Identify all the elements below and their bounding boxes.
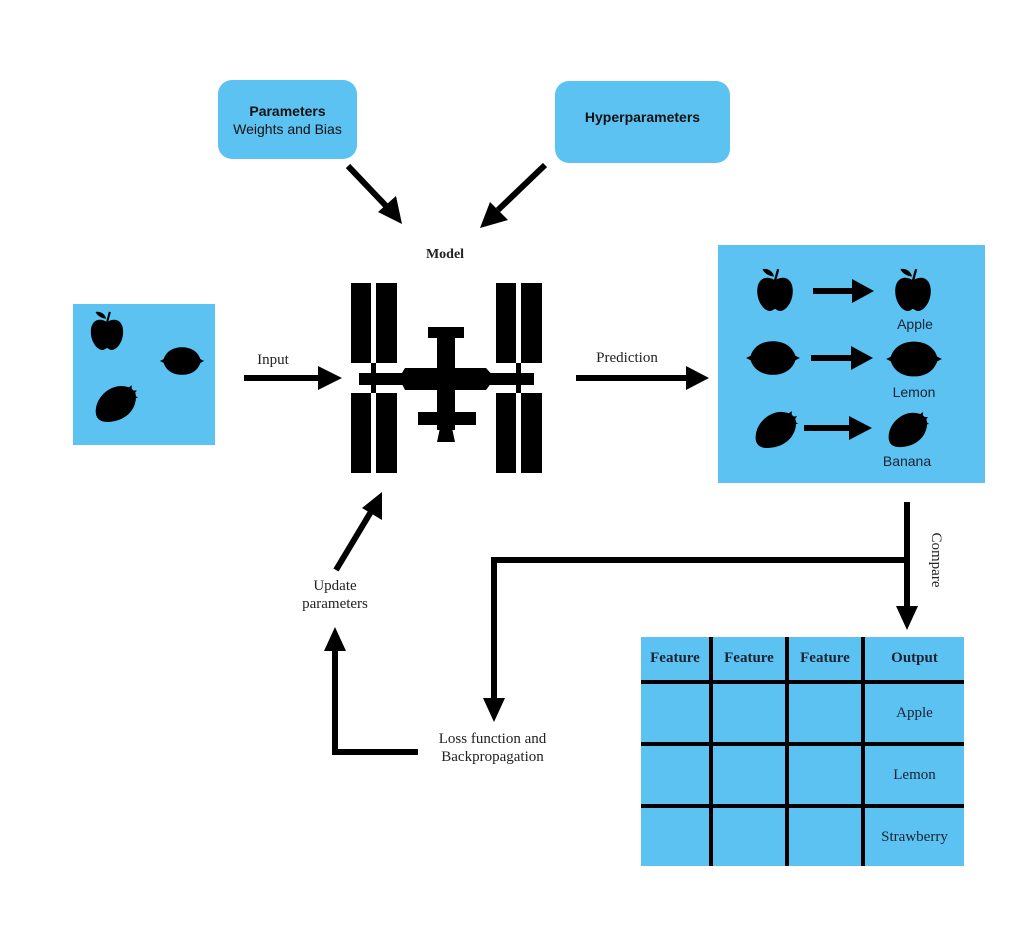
table-cell — [787, 744, 865, 808]
table-cell: Lemon — [863, 744, 964, 808]
parameters-subtitle: Weights and Bias — [233, 120, 342, 137]
arrow-update-to-model — [333, 492, 382, 572]
table-cell: Apple — [863, 682, 964, 746]
prediction-label-2: Lemon — [892, 384, 936, 400]
update-parameters-label: Update parameters — [285, 577, 385, 613]
table-cell: Strawberry — [881, 828, 948, 845]
arrow-to-loss — [483, 557, 907, 722]
table-header-row: Feature Feature Feature Output — [641, 637, 964, 684]
table-cell — [787, 806, 865, 866]
table-cell — [641, 682, 713, 746]
table-row: Strawberry — [641, 806, 964, 866]
parameters-title: Parameters — [249, 102, 326, 119]
lemon-icon — [886, 341, 942, 377]
table-cell — [711, 682, 789, 746]
table-header: Feature — [641, 637, 713, 684]
loss-line2: Backpropagation — [441, 749, 544, 765]
arrow-prediction-row-1 — [813, 279, 874, 303]
arrow-prediction-row-2 — [811, 346, 873, 370]
lemon-icon — [159, 347, 205, 375]
space-station-icon — [351, 283, 542, 473]
loss-line1: Loss function and — [438, 731, 547, 747]
hyperparameters-title: Hyperparameters — [584, 109, 701, 125]
arrow-prediction-row-3 — [804, 416, 872, 440]
table-header: Feature — [711, 637, 789, 684]
strawberry-icon — [95, 384, 138, 422]
apple-icon — [894, 267, 932, 312]
arrow-compare — [896, 502, 918, 630]
table-cell — [711, 806, 789, 866]
table-cell — [711, 744, 789, 808]
hyperparameters-box: Hyperparameters — [555, 81, 730, 163]
arrow-prediction — [576, 366, 709, 390]
table-row: Apple — [641, 682, 964, 746]
update-line2: parameters — [302, 596, 368, 612]
dataset-table: Feature Feature Feature Output Apple Lem… — [641, 637, 964, 866]
strawberry-icon — [888, 411, 929, 448]
loss-label: Loss function and Backpropagation — [420, 730, 565, 766]
table-header: Feature — [787, 637, 865, 684]
apple-icon — [756, 267, 794, 312]
table-header: Output — [863, 637, 964, 684]
arrow-input — [244, 366, 342, 390]
table-cell — [641, 806, 713, 866]
table-row: Lemon — [641, 744, 964, 808]
table-cell — [787, 682, 865, 746]
update-line1: Update — [313, 578, 357, 594]
apple-icon — [89, 310, 125, 352]
prediction-label-3: Banana — [882, 453, 932, 469]
lemon-icon — [746, 341, 800, 375]
input-label: Input — [257, 352, 289, 368]
prediction-label: Prediction — [596, 350, 658, 366]
arrow-parameters-to-model — [345, 163, 402, 224]
strawberry-icon — [755, 410, 799, 449]
table-cell — [641, 744, 713, 808]
model-label: Model — [425, 247, 465, 262]
arrow-loss-to-update — [324, 627, 418, 755]
parameters-box: Parameters Weights and Bias — [218, 80, 357, 159]
arrow-hyperparameters-to-model — [480, 162, 548, 228]
prediction-label-1: Apple — [897, 316, 933, 332]
